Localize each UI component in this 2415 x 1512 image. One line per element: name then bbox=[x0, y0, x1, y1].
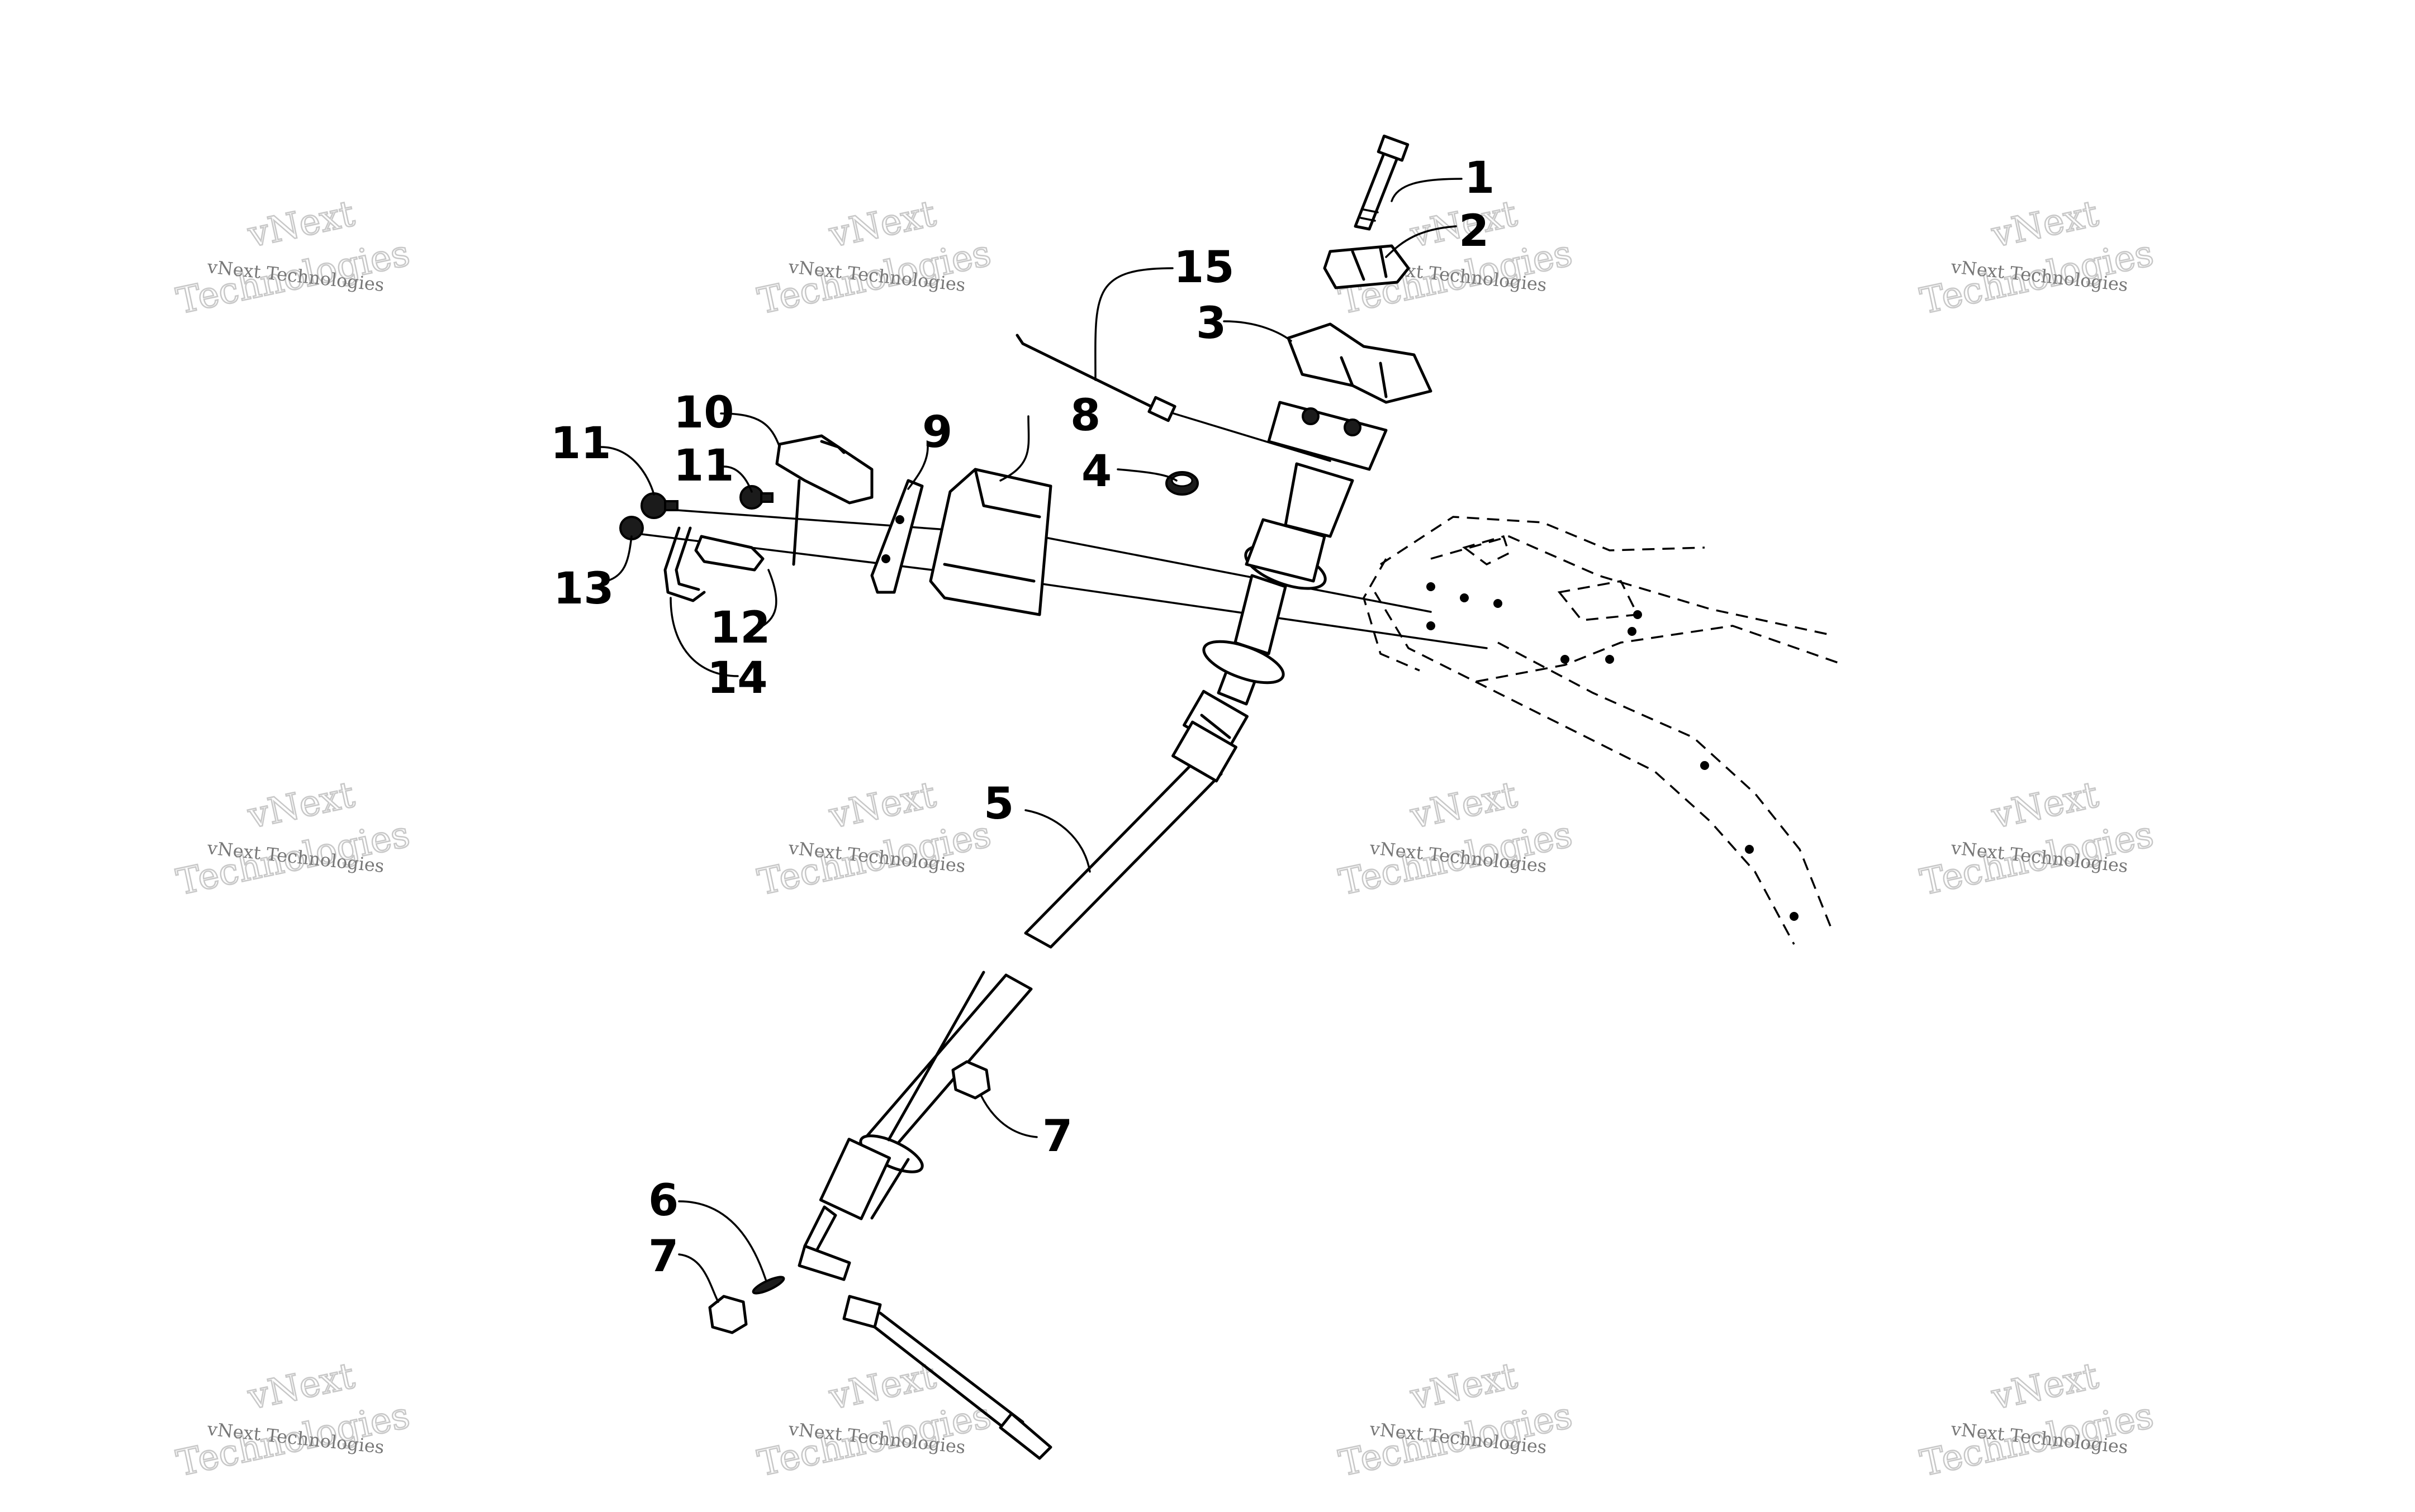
callout-1: 1 bbox=[1464, 153, 1494, 203]
watermark-6: vNext Technologies bbox=[753, 773, 995, 904]
leader-lines bbox=[600, 178, 1463, 1303]
callout-11-left: 11 bbox=[551, 419, 611, 469]
washer-part-6 bbox=[752, 1276, 785, 1295]
nut-part-7-lower bbox=[708, 1295, 748, 1334]
callout-13: 13 bbox=[553, 564, 614, 614]
steering-column bbox=[1202, 401, 1388, 706]
callout-2: 2 bbox=[1459, 206, 1489, 256]
steering-shaft bbox=[803, 758, 1223, 1253]
callout-9: 9 bbox=[922, 407, 952, 458]
callout-15: 15 bbox=[1174, 243, 1235, 293]
watermark-9: vNext Technologies bbox=[172, 1354, 414, 1485]
top-bracket-part-10 bbox=[775, 434, 874, 566]
watermark-2: vNext Technologies bbox=[753, 192, 995, 323]
watermark-4: vNext Technologies bbox=[1916, 192, 2157, 323]
watermark-12: vNext Technologies bbox=[1916, 1354, 2157, 1485]
callout-11-center: 11 bbox=[673, 441, 734, 491]
cover-part-8 bbox=[929, 468, 1052, 616]
screw-part-11-center bbox=[739, 485, 774, 510]
watermark-11: vNext Technologies bbox=[1335, 1354, 1576, 1485]
watermark-1: vNext Technologies bbox=[172, 192, 414, 323]
clamp-cap-part-2 bbox=[1323, 244, 1410, 289]
tie-rod bbox=[798, 1244, 1052, 1460]
callout-10: 10 bbox=[673, 388, 734, 438]
callout-3: 3 bbox=[1196, 298, 1226, 349]
nut-part-7-upper bbox=[951, 1060, 991, 1100]
bolt-part-1 bbox=[1354, 134, 1410, 231]
vehicle-frame-outline bbox=[1363, 516, 1845, 945]
bracket-plate-part-9 bbox=[870, 479, 924, 594]
callout-7-upper: 7 bbox=[1042, 1111, 1073, 1162]
callout-8: 8 bbox=[1070, 391, 1100, 441]
watermark-7: vNext Technologies bbox=[1335, 773, 1576, 904]
bracket-part-14 bbox=[663, 526, 706, 602]
watermark-8: vNext Technologies bbox=[1916, 773, 2157, 904]
clamp-ring-part-12 bbox=[694, 535, 765, 572]
callout-6: 6 bbox=[648, 1176, 679, 1226]
callout-5: 5 bbox=[984, 779, 1014, 829]
callout-numbers: 1 2 3 4 5 6 7 7 8 9 10 11 11 12 13 14 15 bbox=[551, 153, 1494, 1282]
watermark-5: vNext Technologies bbox=[172, 773, 414, 904]
watermark-10: vNext Technologies bbox=[753, 1354, 995, 1485]
clamp-part-3 bbox=[1287, 322, 1432, 404]
callout-7-lower: 7 bbox=[648, 1232, 679, 1282]
callout-14: 14 bbox=[707, 653, 768, 703]
wire-part-15 bbox=[1016, 334, 1176, 422]
screw-part-11-left bbox=[640, 492, 679, 519]
nut-part-4 bbox=[1165, 471, 1199, 496]
callout-12: 12 bbox=[710, 603, 771, 653]
universal-joint bbox=[1171, 690, 1249, 783]
callout-4: 4 bbox=[1081, 446, 1112, 497]
